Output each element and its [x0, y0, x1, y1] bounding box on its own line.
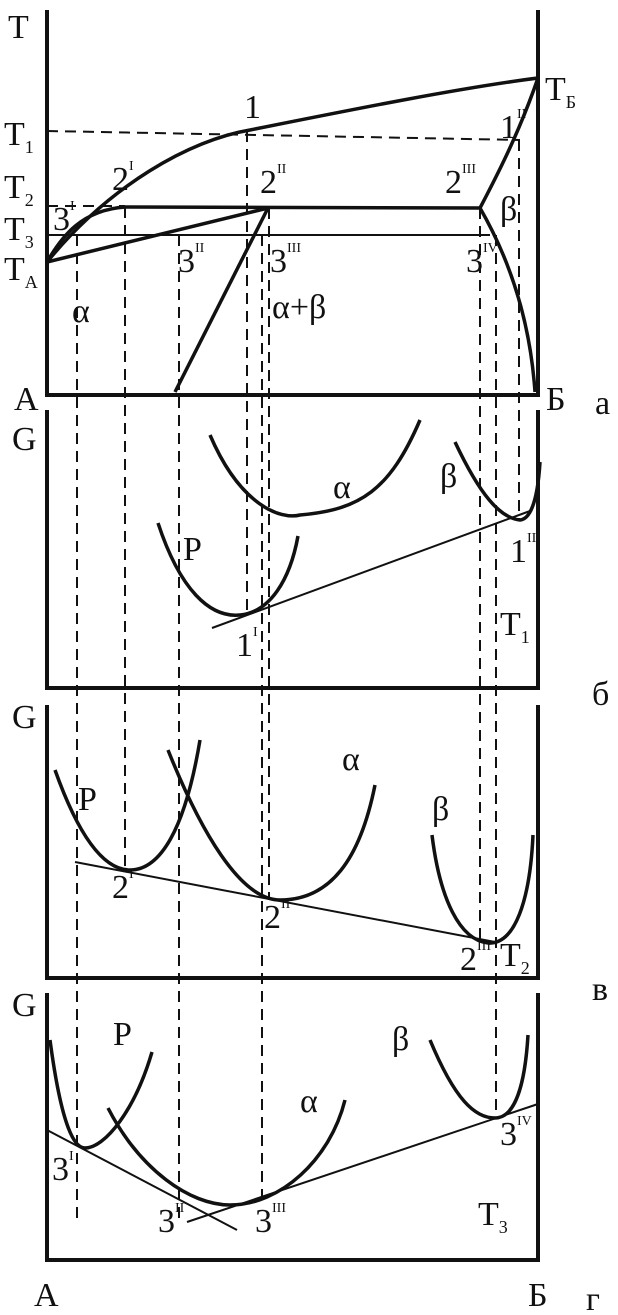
label-P: P	[78, 781, 97, 818]
panel-d-label: г	[586, 1281, 600, 1315]
point-2-II: 2II	[264, 897, 291, 936]
point-1-II: 1II	[510, 531, 537, 570]
region-beta: β	[500, 191, 517, 228]
panel-d-frame	[45, 993, 540, 1262]
point-3-III: 3III	[270, 241, 301, 280]
label-T1: T1	[4, 116, 34, 157]
label-beta: β	[432, 791, 449, 828]
axis-G-label: G	[12, 987, 37, 1024]
alpha-gibbs-curve	[106, 1099, 347, 1207]
label-TB: TБ	[545, 71, 576, 112]
beta-gibbs-curve	[430, 834, 535, 945]
region-alpha: α	[72, 293, 90, 330]
common-tangent-T1	[211, 510, 531, 629]
alpha-solidus-upper	[45, 205, 126, 263]
point-1-I: 1I	[236, 625, 258, 664]
beta-liquidus-curve	[478, 77, 540, 209]
label-P: P	[183, 531, 202, 568]
label-alpha: α	[300, 1083, 318, 1120]
panel-c-label: в	[592, 971, 608, 1008]
label-T3: T3	[4, 211, 34, 252]
point-2-I: 2I	[112, 159, 134, 198]
panel-b-label: б	[592, 676, 609, 713]
temperature-T1: T1	[500, 606, 530, 647]
liquid-gibbs-curve	[48, 1039, 154, 1150]
axis-T-label: T	[8, 9, 29, 46]
label-TA: TA	[4, 251, 38, 292]
panel-a-phase-diagram: T T1 T2 T3 TA TБ 1 1II 2I 2II 2III 3I 3I…	[4, 9, 610, 422]
label-beta: β	[392, 1021, 409, 1058]
temperature-T2: T2	[500, 937, 530, 978]
label-T2: T2	[4, 169, 34, 210]
point-3-II: 3II	[178, 241, 205, 280]
axis-B-label: Б	[546, 381, 566, 418]
beta-gibbs-curve	[428, 1034, 530, 1120]
beta-gibbs-curve	[453, 441, 542, 522]
alpha-solvus-curve	[173, 207, 270, 393]
panel-c-frame	[45, 705, 540, 980]
common-tangent-P-alpha	[46, 1129, 238, 1231]
eutectic-line	[124, 205, 481, 210]
point-3-I: 3I	[53, 199, 75, 238]
panel-a-label: а	[595, 385, 610, 422]
point-2-II: 2II	[260, 162, 287, 201]
point-1: 1	[244, 89, 261, 126]
alpha-gibbs-curve	[166, 749, 377, 902]
axis-A-label: А	[34, 1277, 59, 1314]
axis-G-label: G	[12, 699, 37, 736]
panel-c-gibbs-T2: G P α β 2I 2II 2III T2 в	[12, 699, 608, 1008]
point-1-II: 1II	[500, 107, 527, 146]
common-tangent-T2	[74, 861, 496, 943]
label-beta: β	[440, 458, 457, 495]
beta-solvus-curve	[478, 207, 537, 393]
label-alpha: α	[333, 469, 351, 506]
axis-A-label: А	[14, 381, 39, 418]
composition-guides	[76, 131, 520, 1222]
label-alpha: α	[342, 741, 360, 778]
alpha-gibbs-curve	[208, 419, 422, 518]
T1-dashed-line	[46, 130, 521, 141]
liquid-gibbs-curve	[53, 739, 202, 872]
point-2-III: 2III	[445, 162, 476, 201]
common-tangent-alpha-beta	[186, 1103, 539, 1223]
panel-b-gibbs-T1: G P α β 1I 1II T1 б	[12, 410, 609, 713]
panel-b-frame	[45, 410, 540, 690]
point-3-II: 3II	[158, 1201, 185, 1240]
label-P: P	[113, 1016, 132, 1053]
panel-a-frame	[45, 10, 540, 397]
point-3-I: 3I	[52, 1149, 74, 1188]
panel-d-gibbs-T3: G P α β 3I 3II 3III 3IV T3 А Б г	[12, 987, 600, 1315]
axis-G-label: G	[12, 421, 37, 458]
point-2-III: 2III	[460, 939, 491, 978]
liquid-gibbs-curve	[156, 522, 300, 617]
point-3-IV: 3IV	[500, 1114, 532, 1153]
liquidus-curve	[45, 76, 539, 264]
point-3-IV: 3IV	[466, 241, 498, 280]
point-3-III: 3III	[255, 1201, 286, 1240]
point-2-I: 2I	[112, 867, 134, 906]
region-alpha-beta: α+β	[272, 289, 326, 326]
axis-B-label: Б	[528, 1277, 548, 1314]
temperature-T3: T3	[478, 1196, 508, 1237]
